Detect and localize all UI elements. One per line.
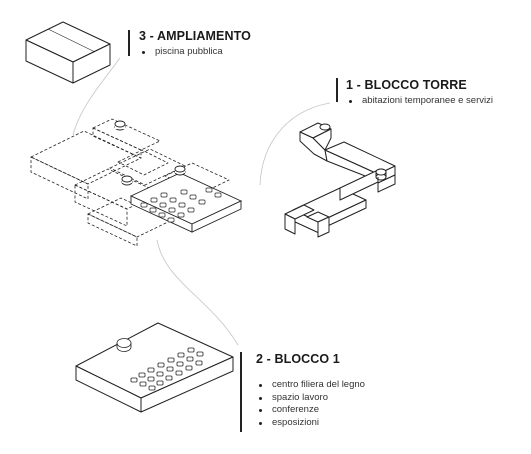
ampliamento-volume [25, 21, 111, 84]
blocco-1-label: 2 - BLOCCO 1 centro filiera del legno sp… [256, 352, 365, 429]
list-item: esposizioni [256, 417, 365, 430]
list-item: piscina pubblica [139, 46, 251, 59]
connector-guides [72, 57, 331, 346]
ampliamento-list: piscina pubblica [139, 46, 251, 59]
blocco-torre-volume [284, 122, 396, 238]
guide-blocco-1 [156, 239, 239, 346]
blocco-1-list: centro filiera del legno spazio lavoro c… [256, 379, 365, 429]
guide-ampliamento [72, 57, 121, 136]
guide-blocco-torre [259, 102, 331, 186]
blocco-torre-bar [336, 78, 338, 102]
list-item: abitazioni temporanee e servizi [346, 95, 493, 108]
list-item: centro filiera del legno [256, 379, 365, 392]
list-item: conferenze [256, 404, 365, 417]
blocco-torre-list: abitazioni temporanee e servizi [346, 95, 493, 108]
blocco-1-title: 2 - BLOCCO 1 [256, 352, 340, 366]
blocco-1-volume [75, 322, 234, 413]
ampliamento-label: 3 - AMPLIAMENTO piscina pubblica [139, 29, 251, 59]
ampliamento-bar [128, 30, 130, 56]
blocco-torre-title: 1 - BLOCCO TORRE [346, 78, 467, 92]
ampliamento-title: 3 - AMPLIAMENTO [139, 29, 251, 43]
blocco-torre-cylinders [319, 123, 387, 181]
list-item: spazio lavoro [256, 392, 365, 405]
blocco-1-bar [240, 352, 242, 432]
blocco-1-details [116, 338, 204, 391]
blocco-torre-label: 1 - BLOCCO TORRE abitazioni temporanee e… [346, 78, 493, 108]
site-plan-solid-elements [114, 120, 243, 233]
